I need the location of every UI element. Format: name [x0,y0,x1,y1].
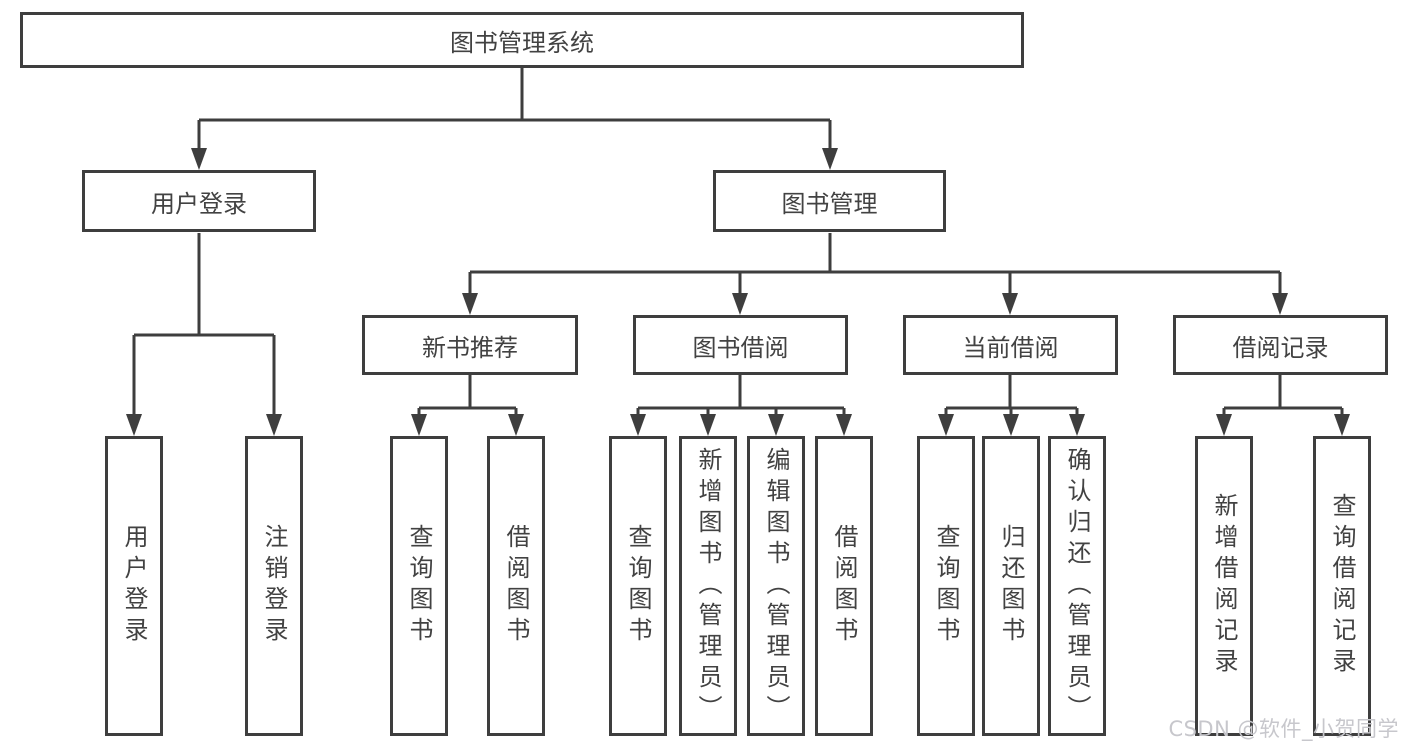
leaf-label: 查询图书 [624,524,652,648]
node-new-book-recommend: 新书推荐 [362,315,578,375]
node-label: 当前借阅 [962,333,1059,362]
leaf-label: 编辑图书（管理员） [762,446,790,726]
leaf-label: 借阅图书 [830,524,858,648]
leaf-current-query-books: 查询图书 [917,436,975,736]
leaf-borrow-borrow-books: 借阅图书 [815,436,873,736]
leaf-label: 注销登录 [260,524,288,648]
leaf-add-borrow-record: 新增借阅记录 [1195,436,1253,736]
leaf-label: 查询图书 [405,524,433,648]
leaf-borrow-query-books: 查询图书 [609,436,667,736]
node-root-system: 图书管理系统 [20,12,1024,68]
leaf-logout: 注销登录 [245,436,303,736]
node-label: 图书管理系统 [450,28,594,57]
node-label: 用户登录 [151,189,247,218]
node-book-management-branch: 图书管理 [713,170,946,232]
leaf-recommend-query-books: 查询图书 [390,436,448,736]
node-label: 借阅记录 [1232,333,1329,362]
node-book-borrow: 图书借阅 [633,315,848,375]
leaf-label: 确认归还（管理员） [1063,446,1091,726]
leaf-return-books: 归还图书 [982,436,1040,736]
node-user-login-branch: 用户登录 [82,170,316,232]
leaf-label: 借阅图书 [502,524,530,648]
leaf-add-book-admin: 新增图书（管理员） [679,436,737,736]
leaf-recommend-borrow-books: 借阅图书 [487,436,545,736]
node-label: 图书借阅 [692,333,789,362]
node-label: 新书推荐 [422,333,518,362]
leaf-label: 新增图书（管理员） [694,446,722,726]
leaf-user-login: 用户登录 [105,436,163,736]
leaf-label: 查询图书 [932,524,960,648]
node-borrow-records: 借阅记录 [1173,315,1388,375]
leaf-label: 用户登录 [120,524,148,648]
leaf-query-borrow-record: 查询借阅记录 [1313,436,1371,736]
node-current-borrow: 当前借阅 [903,315,1118,375]
csdn-watermark: CSDN @软件_小贺同学 [1168,717,1399,741]
leaf-confirm-return-admin: 确认归还（管理员） [1048,436,1106,736]
leaf-label: 归还图书 [997,524,1025,648]
leaf-label: 新增借阅记录 [1210,493,1238,679]
leaf-label: 查询借阅记录 [1328,493,1356,679]
leaf-edit-book-admin: 编辑图书（管理员） [747,436,805,736]
node-label: 图书管理 [781,189,878,218]
